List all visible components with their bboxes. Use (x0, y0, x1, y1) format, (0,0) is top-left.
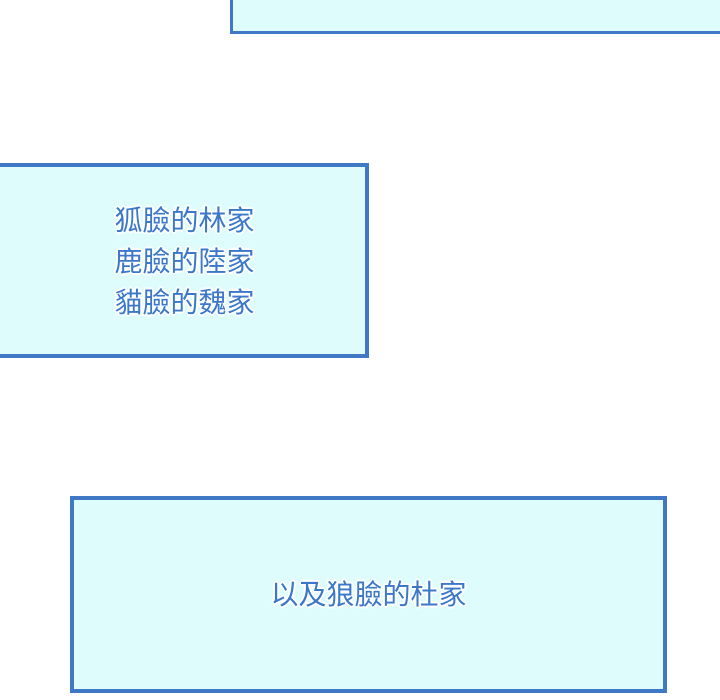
caption-line: 鹿臉的陸家 (114, 245, 255, 278)
caption-line: 以及狼臉的杜家 (270, 578, 467, 611)
wolf-family-caption-box: 以及狼臉的杜家 (70, 496, 667, 693)
top-caption-box (230, 0, 720, 34)
family-list-caption-box: 狐臉的林家 鹿臉的陸家 貓臉的魏家 (0, 163, 369, 358)
caption-line: 貓臉的魏家 (114, 286, 255, 319)
caption-line: 狐臉的林家 (114, 204, 255, 237)
